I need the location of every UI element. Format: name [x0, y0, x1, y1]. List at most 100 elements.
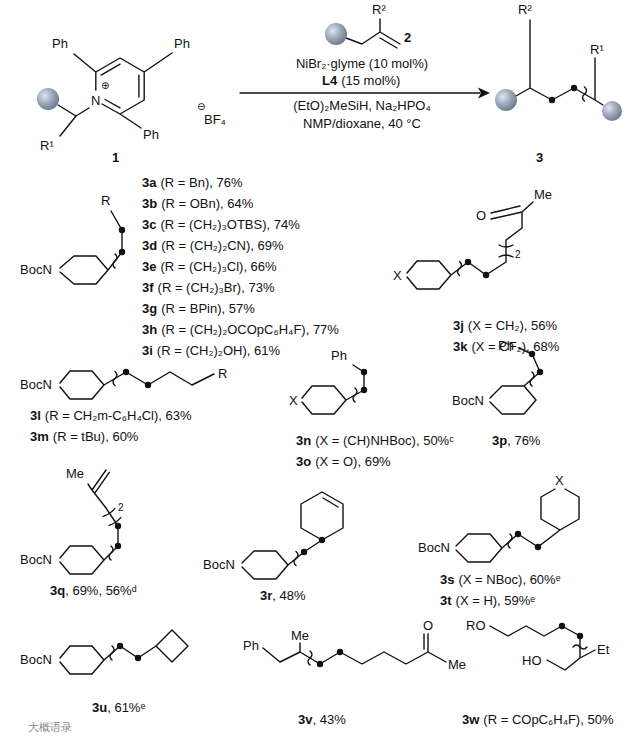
compound-number: 3k	[453, 339, 467, 354]
compound-number: L4	[322, 73, 337, 88]
compound-number: 3h	[142, 322, 157, 337]
new-bond-dot	[465, 259, 471, 265]
label-text: 2	[515, 249, 521, 261]
label-text: (EtO)₂MeSiH, Na₂HPO₄	[293, 98, 430, 113]
compound-number: 3m	[30, 429, 49, 444]
label-text: (X = NBoc), 60%ᵉ	[458, 572, 560, 587]
compound-number: 3c	[142, 217, 156, 232]
new-bond-dot	[361, 387, 367, 393]
new-bond-dot	[515, 531, 521, 537]
new-bond-dot	[577, 633, 583, 639]
pyridinium-bonds	[58, 53, 172, 136]
label-text: Ph	[498, 338, 514, 353]
new-bond-dot	[549, 97, 555, 103]
watermark-text: 大概语录	[28, 721, 72, 734]
label-text: NMP/dioxane, 40 °C	[303, 116, 421, 131]
label-text: R²	[518, 2, 532, 17]
new-bond-dot	[535, 544, 541, 550]
new-bond-dot	[483, 272, 489, 278]
compound-number: 3l	[30, 408, 41, 423]
label-text: (X = H), 59%ᵉ	[456, 593, 536, 608]
label-text: BocN	[20, 262, 52, 277]
label-text: 2	[118, 502, 124, 514]
label-text: X	[289, 393, 298, 408]
compound-number: 3a	[142, 175, 156, 190]
label-text: RO	[466, 618, 486, 633]
compound-number: 3f	[142, 280, 154, 295]
new-bond-dot	[119, 227, 125, 233]
new-bond-dot	[337, 649, 343, 655]
label-text: HO	[522, 653, 542, 668]
structure-3p-bonds	[490, 348, 540, 414]
compound-number: 3i	[142, 343, 153, 358]
compound-number: 3g	[142, 301, 157, 316]
label-text: N	[91, 93, 100, 108]
product-bonds	[516, 20, 603, 105]
compound-number: 1	[112, 150, 119, 165]
label-text: (R = (CH₂)₂OH), 61%	[157, 343, 280, 358]
label-text: (R = (CH₂)₂OCOpC₆H₄F), 77%	[161, 322, 339, 337]
compound-number: 3u	[92, 700, 107, 715]
structure-3v-bonds	[263, 634, 446, 664]
new-bond-dot	[115, 523, 121, 529]
new-bond-dot	[317, 661, 323, 667]
label-text: X	[393, 268, 402, 283]
compound-number: 3d	[142, 238, 157, 253]
label-text: , 69%, 56%ᵈ	[65, 583, 136, 598]
label-text: , 76%	[507, 433, 540, 448]
new-bond-dot	[115, 543, 121, 549]
label-text: Me	[291, 628, 309, 643]
new-bond-dot	[119, 249, 125, 255]
label-text: NiBr₂·glyme (10 mol%)	[296, 56, 428, 71]
label-text: BocN	[203, 557, 235, 572]
compound-number: 3	[536, 150, 543, 165]
compound-number: 2	[404, 30, 411, 45]
label-text: (X = O), 69%	[315, 454, 391, 469]
substituent-ball	[602, 101, 622, 121]
structure-3q-bonds	[60, 470, 121, 574]
label-text: Ph	[174, 36, 190, 51]
label-text: Ph	[143, 127, 159, 142]
label-text: Ph	[52, 36, 68, 51]
alkene-bonds	[346, 19, 400, 48]
label-text: O	[476, 208, 486, 223]
compound-number: 3t	[440, 593, 452, 608]
label-text: (R = BPin), 57%	[161, 301, 255, 316]
structure-3n-bonds	[302, 365, 364, 414]
label-text: ⊕	[101, 80, 109, 92]
label-text: Ph	[331, 348, 347, 363]
substituent-ball	[37, 88, 59, 110]
label-text: (R = (CH₂)₂CN), 69%	[161, 238, 283, 253]
label-text: O	[423, 618, 433, 633]
new-bond-dot	[145, 382, 151, 388]
compound-number: 3e	[142, 259, 156, 274]
new-bond-dot	[559, 623, 565, 629]
new-bond-dot	[361, 369, 367, 375]
label-text: BocN	[418, 540, 450, 555]
compound-number: 3s	[440, 572, 454, 587]
new-bond-dot	[301, 549, 307, 555]
compound-number: 3w	[462, 712, 479, 727]
structure-3r-bonds	[242, 492, 343, 579]
reaction-arrow	[240, 92, 480, 93]
label-text: Ph	[243, 638, 259, 653]
compound-number: 3r	[260, 588, 272, 603]
label-text: X	[555, 473, 564, 488]
structure-3l-bonds	[60, 371, 214, 399]
label-text: (R = (CH₂)₃OTBS), 74%	[160, 217, 299, 232]
label-text: R¹	[590, 42, 604, 57]
structure-3u-bonds	[60, 630, 188, 674]
label-text: , 61%ᵉ	[107, 700, 145, 715]
structure-3w-bonds	[490, 626, 595, 670]
substituent-ball	[325, 23, 347, 45]
label-text: BocN	[20, 377, 52, 392]
structure-3j-bonds	[407, 202, 533, 289]
label-text: , 48%	[272, 588, 305, 603]
label-text: (R = CH₂m-C₆H₄Cl), 63%	[45, 408, 192, 423]
structure-3a-bonds	[60, 211, 122, 284]
compound-number: 3j	[453, 318, 464, 333]
label-text: (R = COpC₆H₄F), 50%	[483, 712, 613, 727]
label-text: (R = OBn), 64%	[161, 196, 253, 211]
label-text: Me	[534, 187, 552, 202]
